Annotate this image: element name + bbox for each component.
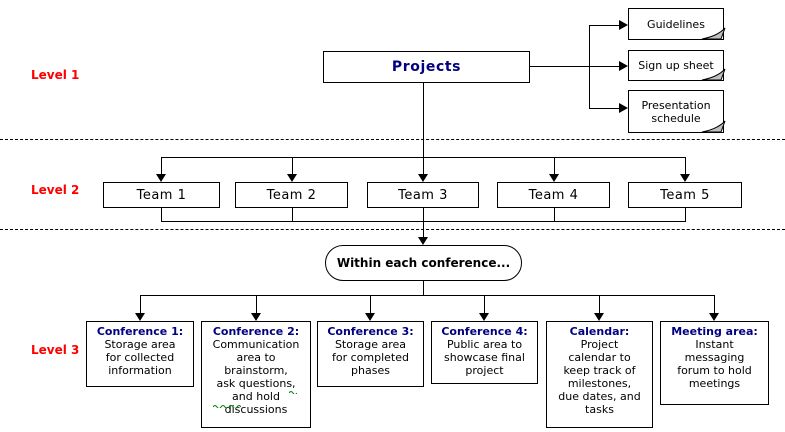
connector-line — [256, 295, 257, 313]
connector-line — [589, 108, 619, 109]
folded-corner-icon — [701, 27, 726, 40]
folded-corner-icon — [701, 120, 726, 133]
level-3-label: Level 3 — [31, 343, 80, 357]
arrowhead-icon — [619, 103, 628, 113]
arrowhead-icon — [418, 174, 428, 182]
connector-line — [292, 157, 293, 174]
connector-line — [714, 295, 715, 313]
arrowhead-icon — [549, 174, 559, 182]
within-each-conference-ellipse: Within each conference... — [325, 245, 522, 281]
level-separator-line — [0, 139, 785, 140]
arrowhead-icon — [287, 174, 297, 182]
arrowhead-icon — [594, 313, 604, 321]
conference-3-title: Conference 3: — [327, 325, 414, 338]
connector-line — [161, 208, 162, 221]
connector-line — [530, 66, 619, 67]
note-sign-up-sheet: Sign up sheet — [628, 50, 726, 81]
connector-line — [484, 295, 485, 313]
connector-line — [161, 157, 686, 158]
projects-box: Projects — [323, 51, 530, 83]
connector-line — [685, 208, 686, 221]
team-1-box: Team 1 — [103, 182, 220, 208]
conference-3-box: Conference 3: Storage area for completed… — [317, 321, 424, 387]
connector-line — [140, 295, 141, 313]
level-2-label: Level 2 — [31, 183, 80, 197]
spellcheck-squiggle-icon — [213, 405, 241, 408]
connector-line — [554, 157, 555, 174]
connector-line — [161, 157, 162, 174]
connector-line — [423, 281, 424, 295]
level-1-label: Level 1 — [31, 68, 80, 82]
team-2-box: Team 2 — [235, 182, 348, 208]
note-label: Guidelines — [647, 17, 705, 31]
team-5-box: Team 5 — [628, 182, 742, 208]
connector-line — [140, 295, 715, 296]
conference-4-title: Conference 4: — [441, 325, 528, 338]
arrowhead-icon — [365, 313, 375, 321]
connector-line — [599, 295, 600, 313]
team-3-box: Team 3 — [367, 182, 479, 208]
note-guidelines: Guidelines — [628, 8, 726, 40]
conference-1-body: Storage area for collected information — [104, 338, 176, 377]
meeting-area-title: Meeting area: — [671, 325, 758, 338]
arrowhead-icon — [418, 237, 428, 245]
arrowhead-icon — [251, 313, 261, 321]
meeting-area-box: Meeting area: Instant messaging forum to… — [660, 321, 769, 405]
conference-1-title: Conference 1: — [96, 325, 184, 338]
connector-line — [423, 83, 424, 174]
spellcheck-squiggle-icon — [289, 391, 297, 394]
level-separator-line — [0, 229, 785, 230]
conference-4-box: Conference 4: Public area to showcase fi… — [431, 321, 538, 384]
arrowhead-icon — [156, 174, 166, 182]
conference-4-body: Public area to showcase final project — [444, 338, 525, 377]
arrowhead-icon — [680, 174, 690, 182]
conference-2-box: Conference 2: Communication area to brai… — [201, 321, 311, 428]
team-4-box: Team 4 — [497, 182, 610, 208]
note-label: Sign up sheet — [638, 59, 714, 72]
note-presentation-schedule: Presentation schedule — [628, 90, 726, 133]
connector-line — [589, 25, 590, 109]
conference-3-body: Storage area for completed phases — [332, 338, 409, 377]
arrowhead-icon — [709, 313, 719, 321]
calendar-body: Project calendar to keep track of milest… — [558, 338, 641, 416]
conference-2-title: Conference 2: — [212, 325, 300, 338]
connector-line — [685, 157, 686, 174]
calendar-title: Calendar: — [569, 325, 630, 338]
calendar-box: Calendar: Project calendar to keep track… — [546, 321, 653, 428]
conference-2-body: Communication area to brainstorm, ask qu… — [212, 338, 300, 416]
connector-line — [589, 25, 619, 26]
connector-line — [554, 208, 555, 221]
connector-line — [370, 295, 371, 313]
folded-corner-icon — [701, 68, 726, 81]
note-label: Presentation schedule — [641, 98, 711, 125]
arrowhead-icon — [619, 61, 628, 71]
meeting-area-body: Instant messaging forum to hold meetings — [677, 338, 752, 390]
connector-line — [423, 208, 424, 237]
conference-1-box: Conference 1: Storage area for collected… — [86, 321, 194, 387]
arrowhead-icon — [619, 20, 628, 30]
arrowhead-icon — [479, 313, 489, 321]
arrowhead-icon — [135, 313, 145, 321]
connector-line — [292, 208, 293, 221]
